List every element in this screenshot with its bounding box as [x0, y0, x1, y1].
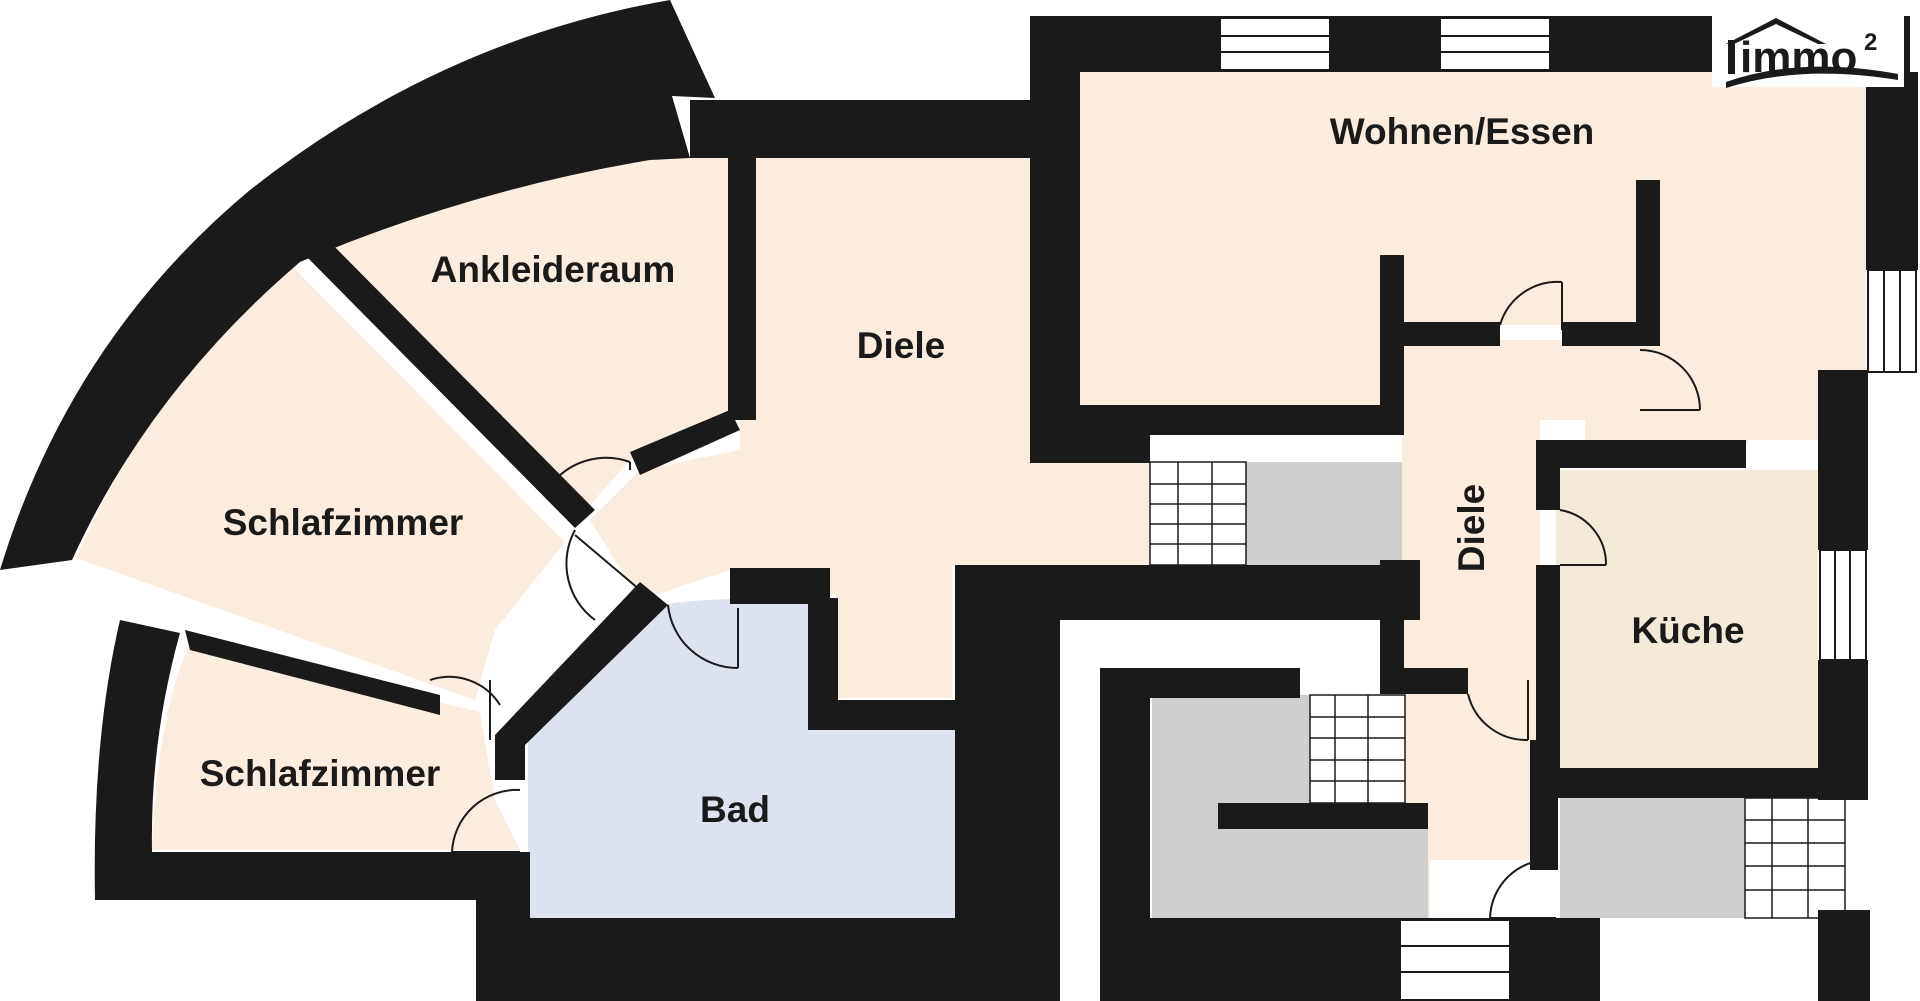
door-schlafzimmer-small-2 [451, 788, 521, 853]
room-kueche [1556, 470, 1818, 770]
curved-outer-wall [0, 0, 715, 570]
kitchen-wall-bottom [1536, 768, 1836, 798]
door-schlafzimmer-small [429, 675, 501, 740]
label-schlafzimmer-main: Schlafzimmer [223, 502, 464, 543]
kitchen-wall-left-upper [1536, 440, 1560, 510]
label-wohnen-essen: Wohnen/Essen [1330, 111, 1595, 152]
storage-area-right [1560, 798, 1745, 918]
room-wohnen-essen [1078, 72, 1866, 445]
label-bad: Bad [700, 789, 770, 830]
right-wall-upper [1866, 72, 1918, 270]
partition-ankleide-bottom [630, 410, 740, 475]
partition-schlaf-small [185, 630, 440, 715]
label-diele-corridor: Diele [1451, 484, 1492, 572]
room-diele-corridor [1402, 340, 1640, 860]
door-ankleide [554, 456, 631, 481]
door-corridor-lower [1467, 680, 1529, 742]
partition-horizontal-2 [1562, 322, 1642, 346]
storage-area-left [1152, 695, 1310, 805]
bath-wall-step-vertical [808, 598, 838, 710]
house-roof-icon [1726, 18, 1826, 44]
kitchen-wall-top [1536, 440, 1746, 468]
window-top-2 [1439, 17, 1551, 71]
door-wohnen-right [1639, 349, 1701, 411]
mid-wall-vertical [1010, 620, 1060, 1001]
corridor-wall-bottom-left [1380, 668, 1468, 694]
room-diele-main [590, 158, 1150, 698]
room-schlafzimmer-small [152, 643, 520, 850]
living-wall-left [1030, 16, 1080, 460]
bottom-right-wall-top [1100, 668, 1300, 698]
windows [1219, 17, 1917, 1001]
staircase-top [1149, 461, 1247, 566]
label-diele-main: Diele [857, 325, 945, 366]
partition-ankleide-schlaf [300, 232, 595, 528]
room-schlafzimmer-main [76, 262, 565, 700]
partition-vertical-2 [1636, 180, 1660, 346]
room-labels: Ankleideraum Schlafzimmer Schlafzimmer D… [200, 111, 1745, 830]
top-wall-hall [690, 100, 1080, 158]
label-schlafzimmer-small: Schlafzimmer [200, 753, 441, 794]
label-kueche: Küche [1631, 610, 1744, 651]
logo-text: immo [1740, 33, 1857, 82]
bottom-wall-right [1100, 918, 1600, 1001]
label-ankleideraum: Ankleideraum [431, 249, 676, 290]
logo-pillar-icon [1728, 40, 1735, 74]
window-right-2 [1819, 549, 1867, 661]
door-kueche [1559, 509, 1608, 566]
window-right-1 [1867, 269, 1917, 373]
window-top-1 [1219, 17, 1331, 71]
internal-storage-wall [1218, 803, 1428, 829]
door-bad [667, 604, 739, 670]
bath-wall-step-horizontal [808, 700, 958, 730]
room-fills [76, 72, 1866, 918]
doors [429, 280, 1701, 919]
immo2-logo: immo 2 [1712, 12, 1904, 88]
logo-superscript: 2 [1864, 29, 1877, 56]
window-bottom [1399, 919, 1511, 1001]
door-schlafzimmer-main [565, 529, 641, 621]
right-wall-bottom [1818, 910, 1870, 1001]
partition-horizontal-1 [1380, 322, 1500, 346]
corridor-divider-right [1530, 740, 1558, 870]
right-wall-mid [1818, 370, 1868, 550]
door-wohnen [1499, 280, 1563, 330]
bath-diagonal-wall [495, 582, 668, 780]
logo-swoosh-icon [1726, 66, 1898, 88]
staircase-right [1744, 797, 1846, 919]
room-bad [528, 598, 955, 918]
living-wall-bottom-2 [1078, 405, 1400, 435]
mid-wall-top [1380, 560, 1420, 620]
staircase-middle [1309, 694, 1406, 804]
door-storage-right [1489, 858, 1557, 919]
partition-ankleide-diele [728, 150, 756, 420]
bath-wall-bottom [476, 918, 1016, 1001]
mid-wall-horizontal [960, 565, 1400, 620]
stairs [1149, 461, 1846, 919]
